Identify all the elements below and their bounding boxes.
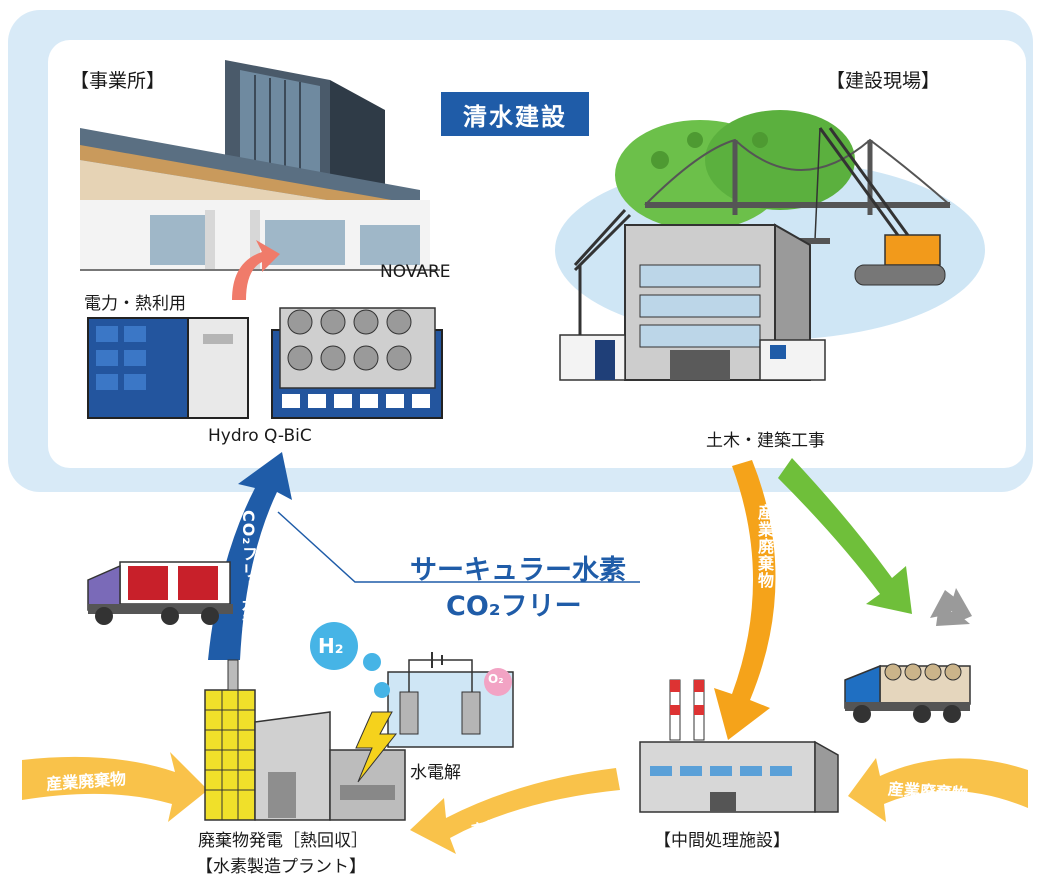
callout-line <box>277 511 640 583</box>
power-heat-usage-label: 電力・熱利用 <box>84 294 186 314</box>
construction-site-illustration <box>555 110 985 381</box>
recycle-icon <box>930 588 972 626</box>
recycle-truck-illustration <box>844 663 971 723</box>
circular-hydrogen-title: サーキュラー水素 <box>410 555 626 586</box>
civil-construction-works-label: 土木・建築工事 <box>706 431 825 451</box>
co2-free-title: CO₂フリー <box>446 591 582 622</box>
industrial-waste-arrow-down <box>714 460 776 740</box>
office-label: 【事業所】 <box>70 70 166 92</box>
electrolysis-label: 水電解 <box>410 763 461 783</box>
hydro-qbic-label: Hydro Q-BiC <box>208 426 312 446</box>
industrial-waste-arrow-middle <box>410 768 620 854</box>
intermediate-facility-label: 【中間処理施設】 <box>654 831 790 851</box>
h2-bubble-label: H₂ <box>318 634 344 658</box>
industrial-waste-arrow-right-in <box>848 758 1028 822</box>
energy-supply-arrow <box>232 240 280 300</box>
electrolysis-illustration <box>310 622 514 783</box>
industrial-waste-flow-label: 産業廃棄物 <box>755 504 774 589</box>
hydrogen-plant-illustration <box>204 659 406 821</box>
novare-label: NOVARE <box>380 262 451 282</box>
company-title-badge: 清水建設 <box>441 92 589 136</box>
co2-free-hydrogen-flow-label: CO₂フリー水素 <box>239 510 258 631</box>
novare-building-illustration <box>80 60 440 271</box>
hydro-qbic-illustration <box>87 307 443 419</box>
construction-site-label: 【建設現場】 <box>826 70 941 92</box>
recycle-arrow <box>778 458 912 614</box>
intermediate-facility-illustration <box>639 679 839 813</box>
hydrogen-plant-label: 【水素製造プラント】 <box>196 857 366 877</box>
industrial-waste-arrow-left-in <box>22 752 208 822</box>
hydrogen-truck-illustration <box>87 561 233 625</box>
o2-bubble-label: O₂ <box>488 672 504 686</box>
waste-power-generation-label: 廃棄物発電［熱回収］ <box>198 831 368 851</box>
